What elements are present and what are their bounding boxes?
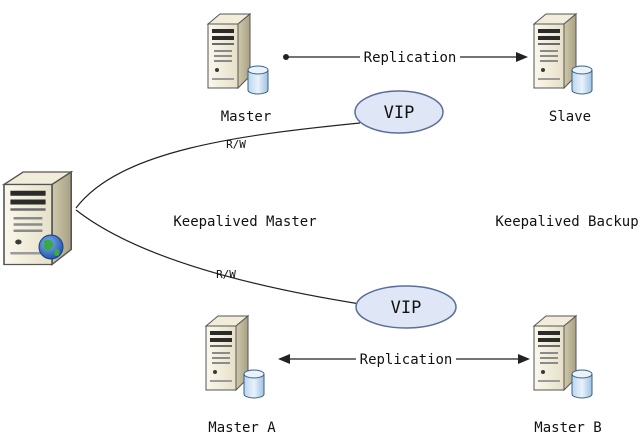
master-server-icon xyxy=(207,13,269,95)
vip-ellipse-top xyxy=(354,90,444,134)
replication-label-top: Replication xyxy=(364,50,457,66)
keepalived-backup-label: Keepalived Backup xyxy=(495,214,638,230)
vip-ellipse-bottom xyxy=(355,285,457,329)
slave-server-icon xyxy=(533,13,593,95)
replication-start-dot xyxy=(283,54,289,60)
master-label: Master xyxy=(221,109,272,125)
master-b-server-icon xyxy=(533,315,593,399)
rw-curve-bottom xyxy=(75,209,361,305)
vip-label-top: VIP xyxy=(384,103,415,123)
client-server-icon xyxy=(3,171,73,266)
replication-arrowhead-right xyxy=(518,354,530,364)
slave-label: Slave xyxy=(549,109,591,125)
keepalived-master-label: Keepalived Master xyxy=(173,214,316,230)
rw-label-top: R/W xyxy=(226,138,246,151)
replication-label-bottom: Replication xyxy=(360,352,453,368)
vip-label-bottom: VIP xyxy=(391,298,422,318)
replication-arrowhead xyxy=(516,52,528,62)
replication-arrowhead-left xyxy=(278,354,290,364)
master-a-label: Master A xyxy=(208,420,276,436)
rw-curve-top xyxy=(75,122,361,209)
rw-label-bottom: R/W xyxy=(216,268,236,281)
globe-icon xyxy=(38,234,64,260)
master-b-label: Master B xyxy=(534,420,601,436)
master-a-server-icon xyxy=(205,315,265,399)
